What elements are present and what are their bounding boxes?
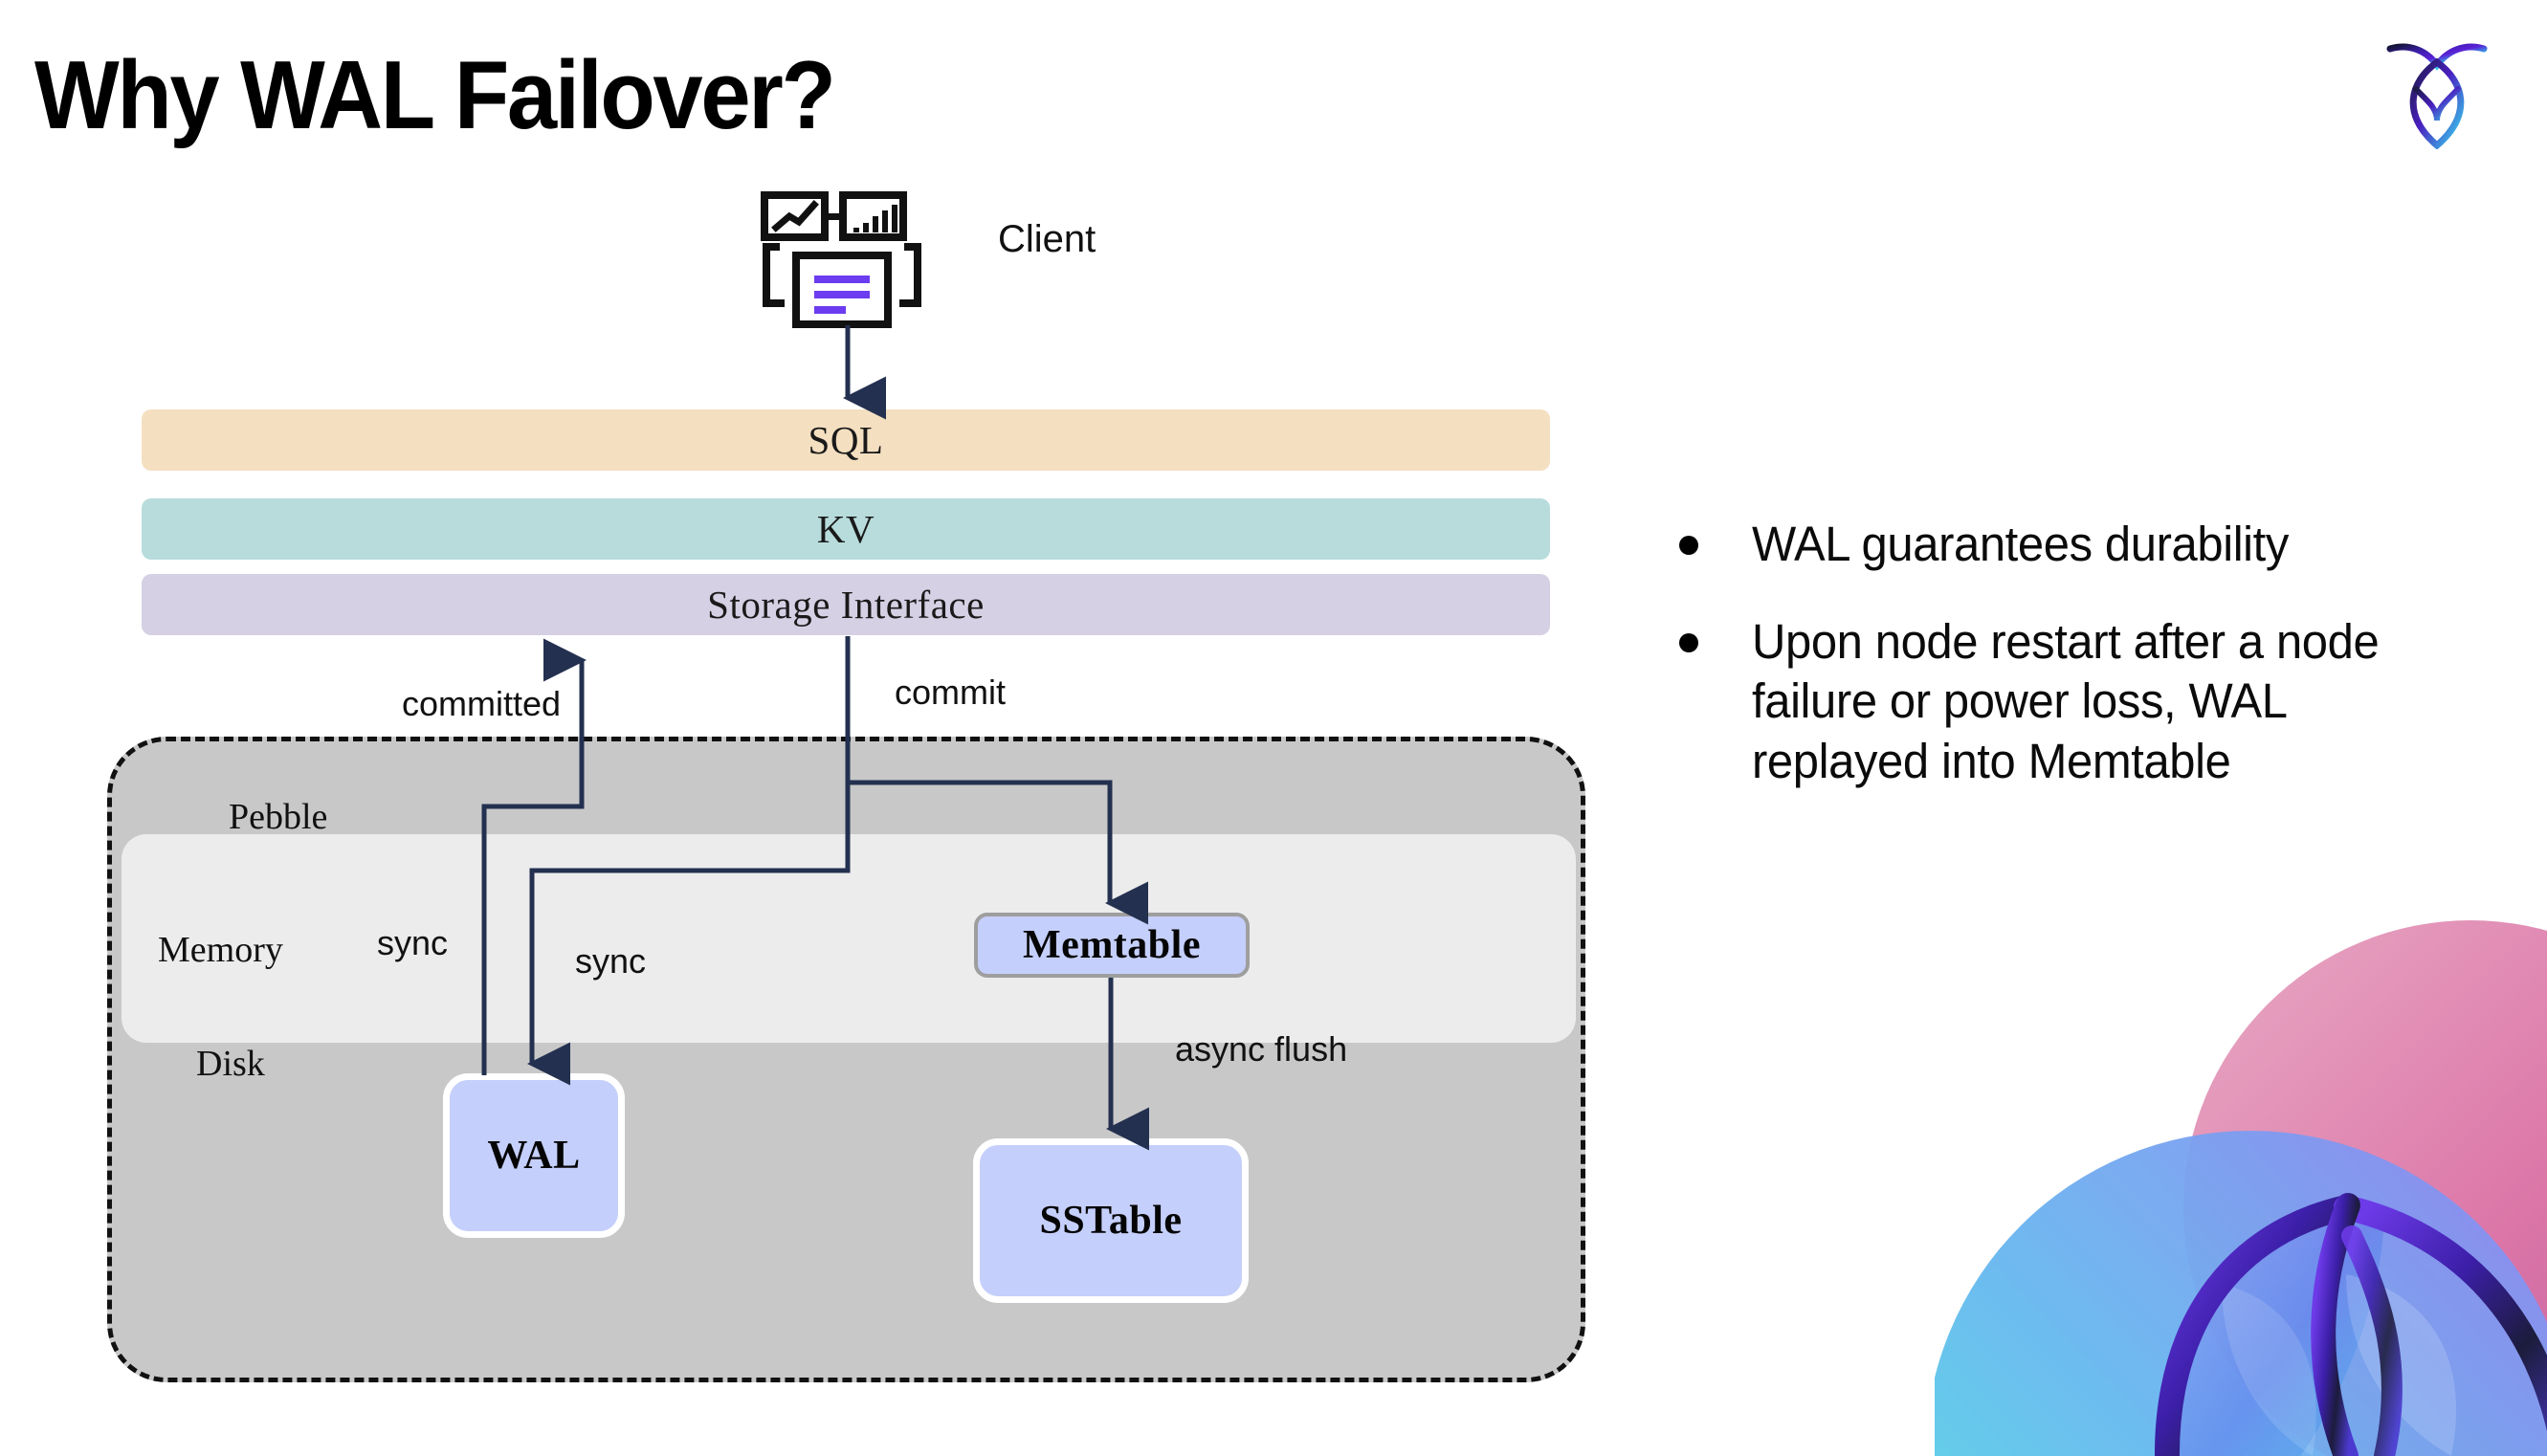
async-flush-edge-label: async flush — [1175, 1029, 1348, 1069]
client-label: Client — [998, 218, 1096, 260]
bullet-text: Upon node restart after a node failure o… — [1752, 614, 2380, 788]
committed-edge-label: committed — [402, 684, 562, 723]
pebble-container: Pebble Memory Disk — [107, 737, 1585, 1382]
slide-root: Why WAL Failover? — [34, 36, 2547, 1456]
bullet-dot-icon — [1679, 536, 1698, 555]
memory-label: Memory — [158, 930, 283, 970]
client-dashboard-icon — [761, 191, 923, 330]
cockroachdb-watermark-icon — [1935, 920, 2547, 1456]
kv-layer-bar: KV — [142, 498, 1550, 560]
wal-node: WAL — [443, 1073, 625, 1238]
sync-edge-label-1: sync — [377, 923, 449, 962]
memtable-node: Memtable — [974, 913, 1250, 978]
pebble-label: Pebble — [229, 797, 328, 837]
page-title: Why WAL Failover? — [34, 42, 836, 149]
disk-label: Disk — [196, 1044, 265, 1084]
storage-interface-layer-bar: Storage Interface — [142, 574, 1550, 635]
list-item: Upon node restart after a node failure o… — [1679, 612, 2502, 791]
bullet-list: WAL guarantees durability Upon node rest… — [1679, 515, 2502, 829]
bullet-dot-icon — [1679, 633, 1698, 653]
bullet-text: WAL guarantees durability — [1752, 517, 2289, 571]
sql-layer-bar: SQL — [142, 409, 1550, 471]
cockroachdb-logo-icon — [2384, 36, 2490, 150]
architecture-diagram: Client SQL KV Storage Interface Pebble M… — [107, 191, 1585, 1382]
sstable-node: SSTable — [973, 1138, 1249, 1303]
memory-region — [122, 834, 1576, 1043]
sync-edge-label-2: sync — [575, 941, 647, 981]
commit-edge-label: commit — [895, 673, 1006, 712]
list-item: WAL guarantees durability — [1679, 515, 2502, 574]
